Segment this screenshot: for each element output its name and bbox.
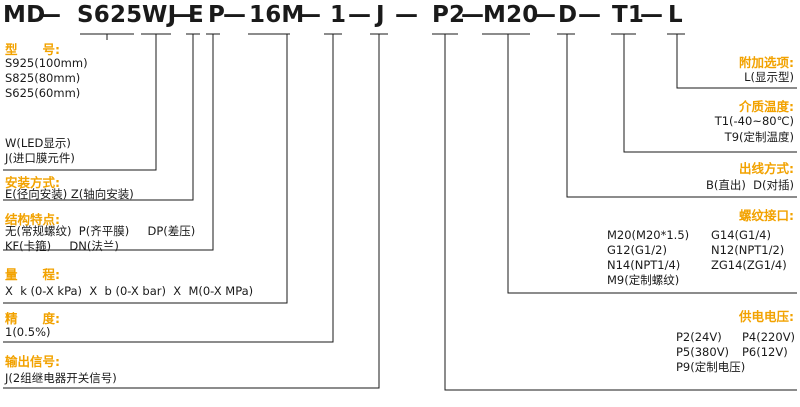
structure-options-line: 无(常规螺纹) P(齐平膜) DP(差压) bbox=[5, 224, 196, 238]
power-option: P6(12V) bbox=[742, 345, 788, 359]
code-dash: — bbox=[38, 2, 62, 28]
thread-option: N14(NPT1/4) bbox=[607, 258, 681, 272]
options-heading: 附加选项: bbox=[739, 55, 794, 70]
code-dash: — bbox=[533, 2, 557, 28]
code-seg-range: 16M bbox=[249, 2, 305, 28]
code-seg-output: J bbox=[376, 2, 385, 28]
code-seg-options: L bbox=[668, 2, 683, 28]
code-dash: — bbox=[395, 2, 419, 28]
code-seg-wj: WJ bbox=[142, 2, 177, 28]
install-heading: 安装方式: bbox=[5, 175, 60, 190]
accuracy-option: 1(0.5%) bbox=[5, 325, 51, 339]
thread-option: M20(M20*1.5) bbox=[607, 228, 690, 242]
code-seg-accuracy: 1 bbox=[330, 2, 347, 28]
code-seg-temp: T1 bbox=[612, 2, 645, 28]
output-heading: 输出信号: bbox=[5, 354, 60, 369]
thread-option: G12(G1/2) bbox=[607, 243, 667, 257]
code-dash: — bbox=[223, 2, 247, 28]
code-dash: — bbox=[578, 2, 602, 28]
model-option: S825(80mm) bbox=[5, 71, 81, 85]
code-prefix: MD bbox=[3, 2, 46, 28]
options-value: L(显示型) bbox=[744, 70, 794, 84]
power-option: P9(定制电压) bbox=[676, 360, 746, 374]
model-heading: 型 号: bbox=[5, 42, 60, 57]
model-option: S925(100mm) bbox=[5, 56, 88, 70]
temp-option: T1(-40~80℃) bbox=[714, 114, 794, 128]
install-options: E(径向安装) Z(轴向安装) bbox=[5, 187, 134, 201]
temp-option: T9(定制温度) bbox=[724, 130, 794, 144]
display-option: J(进口膜元件) bbox=[5, 151, 75, 165]
thread-option: N12(NPT1/2) bbox=[711, 243, 785, 257]
power-heading: 供电电压: bbox=[739, 309, 794, 324]
code-seg-power: P2 bbox=[432, 2, 466, 28]
thread-heading: 螺纹接口: bbox=[739, 208, 794, 223]
temp-heading: 介质温度: bbox=[739, 99, 794, 114]
power-option: P2(24V) bbox=[676, 330, 722, 344]
code-seg-outlet: D bbox=[558, 2, 578, 28]
code-dash: — bbox=[172, 2, 196, 28]
code-dash: — bbox=[640, 2, 664, 28]
code-seg-install: E bbox=[188, 2, 204, 28]
code-seg-model: S625 bbox=[77, 2, 143, 28]
code-dash: — bbox=[461, 2, 485, 28]
thread-option: G14(G1/4) bbox=[711, 228, 771, 242]
output-option: J(2组继电器开关信号) bbox=[5, 371, 117, 385]
code-seg-thread: M20 bbox=[483, 2, 539, 28]
structure-heading: 结构特点: bbox=[5, 212, 60, 227]
power-option: P4(220V) bbox=[742, 330, 796, 344]
thread-option: M9(定制螺纹) bbox=[607, 273, 680, 287]
code-dash: — bbox=[298, 2, 322, 28]
code-dash: — bbox=[348, 2, 372, 28]
power-option: P5(380V) bbox=[676, 345, 730, 359]
leaders bbox=[3, 34, 797, 391]
range-options: X k (0-X kPa) X b (0-X bar) X M(0-X MPa) bbox=[5, 284, 254, 298]
thread-option: ZG14(ZG1/4) bbox=[711, 258, 787, 272]
accuracy-heading: 精 度: bbox=[5, 311, 60, 326]
outlet-options: B(直出) D(对插) bbox=[705, 178, 794, 192]
code-seg-structure: P bbox=[208, 2, 226, 28]
outlet-heading: 出线方式: bbox=[739, 161, 794, 176]
structure-options-line: KF(卡箍) DN(法兰) bbox=[5, 239, 119, 253]
range-heading: 量 程: bbox=[5, 267, 60, 282]
model-option: S625(60mm) bbox=[5, 86, 81, 100]
display-option: W(LED显示) bbox=[5, 136, 71, 150]
